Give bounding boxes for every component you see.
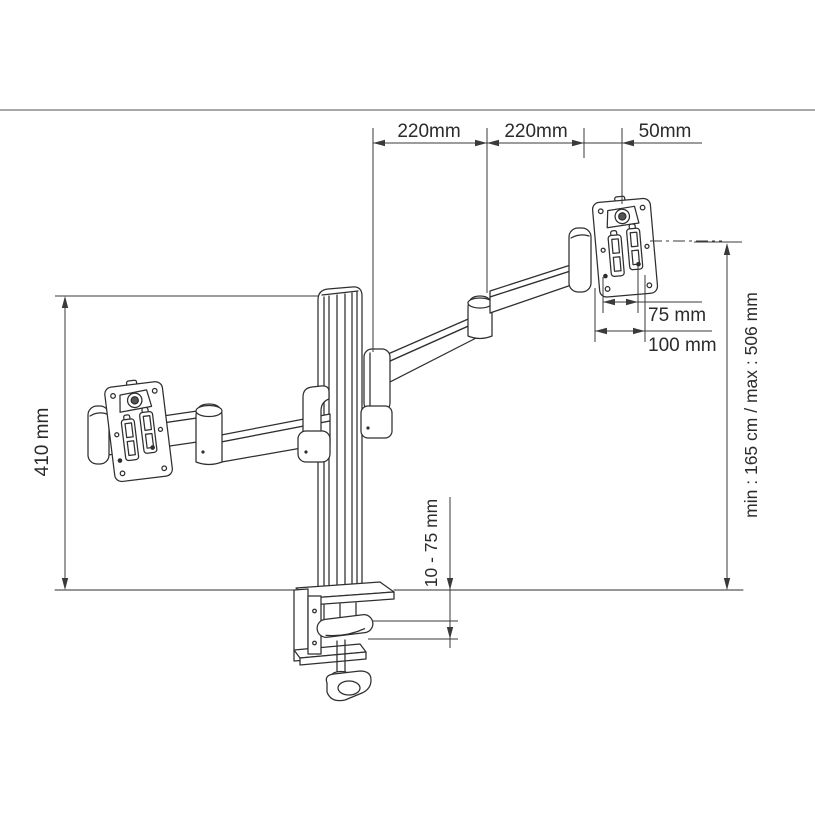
dimension-linework: [55, 128, 742, 648]
right-elbow-joint: [467, 295, 493, 340]
left-vesa-plate: [102, 376, 174, 483]
dimension-labels: 220mm 220mm 50mm 75 mm 100 mm 410 mm 10 …: [32, 121, 761, 587]
dim-label-top-220mm-left: 220mm: [397, 121, 460, 142]
right-monitor-head-joint: [568, 227, 592, 293]
dim-label-top-220mm-right: 220mm: [504, 121, 567, 142]
dim-vesa-100: [594, 275, 712, 342]
dim-vesa-75: [602, 266, 702, 313]
dim-top-width: [372, 128, 702, 352]
right-arm: [360, 193, 659, 439]
dim-label-clamp-range: 10 - 75 mm: [421, 499, 441, 588]
left-arm: [87, 376, 331, 483]
dim-label-top-50mm: 50mm: [639, 121, 692, 142]
right-vesa-plate: [591, 193, 659, 299]
dim-label-height-min-max: min : 165 cm / max : 506 mm: [741, 292, 761, 518]
dim-height-range: [650, 240, 742, 589]
desk-clamp: [293, 581, 395, 702]
clamp-pad: [316, 614, 374, 638]
dim-pole-height: [55, 295, 318, 588]
dim-label-vesa-75mm: 75 mm: [648, 305, 706, 326]
dim-label-vesa-100mm: 100 mm: [648, 335, 717, 356]
dim-clamp-range: [368, 497, 458, 648]
left-monitor-head-joint: [87, 405, 110, 465]
pole: [317, 286, 363, 591]
product-linework: [54, 193, 744, 702]
left-pole-mount: [297, 385, 331, 463]
right-pole-mount: [360, 348, 393, 439]
clamp-wing-knob: [325, 670, 372, 702]
left-elbow-joint: [195, 403, 223, 466]
dimension-arrowheads: [61, 139, 731, 639]
dim-label-pole-height-410mm: 410 mm: [32, 408, 53, 477]
pole-top-face: [321, 290, 359, 296]
